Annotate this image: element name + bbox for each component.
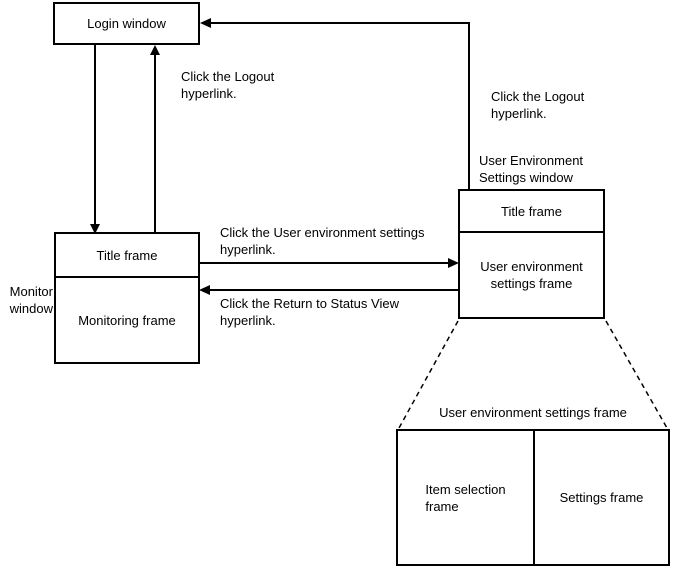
monitor-title-frame-section: Title frame [56, 234, 198, 278]
item-selection-frame-label: Item selection frame [425, 481, 506, 514]
ues-title-frame-section: Title frame [460, 191, 603, 233]
settings-frame-label: Settings frame [559, 490, 644, 505]
monitoring-frame-label: Monitoring frame [78, 312, 176, 328]
ues-title-frame-label: Title frame [501, 203, 562, 219]
login-window-label: Login window [87, 16, 166, 31]
detail-frame-caption: User environment settings frame [439, 405, 627, 420]
ues-window-top-label: User Environment Settings window [479, 153, 584, 185]
monitor-window-box: Title frame Monitoring frame [54, 232, 200, 364]
settings-frame-cell: Settings frame [535, 431, 668, 564]
annotation-logout-right: Click the Logout hyperlink. [491, 89, 585, 121]
monitor-window-side-label: Monitor window [9, 284, 53, 316]
item-selection-frame-cell: Item selection frame [398, 431, 535, 564]
arrow-line-ues-to-login [211, 22, 470, 189]
monitor-title-frame-label: Title frame [96, 247, 158, 263]
ues-window-box: Title frame User environment settings fr… [458, 189, 605, 319]
arrowhead-into-login-bottom [150, 45, 160, 55]
zoom-connector-left [398, 320, 459, 429]
arrowhead-into-ues-left [448, 258, 459, 268]
annotation-return-status: Click the Return to Status View hyperlin… [220, 296, 399, 328]
detail-frame-box: Item selection frame Settings frame [396, 429, 670, 566]
zoom-connector-right [605, 320, 668, 429]
arrowhead-into-monitor-top [90, 224, 100, 234]
ues-settings-frame-label: User environment settings frame [480, 259, 583, 291]
ues-settings-frame-section: User environment settings frame [460, 233, 603, 317]
annotation-user-env-settings: Click the User environment settings hype… [220, 225, 425, 257]
arrowhead-into-monitor-right [199, 285, 210, 295]
annotation-logout-left: Click the Logout hyperlink. [181, 69, 275, 101]
monitoring-frame-section: Monitoring frame [56, 278, 198, 362]
login-window-box: Login window [53, 2, 200, 45]
arrowhead-into-login-right [200, 18, 211, 28]
